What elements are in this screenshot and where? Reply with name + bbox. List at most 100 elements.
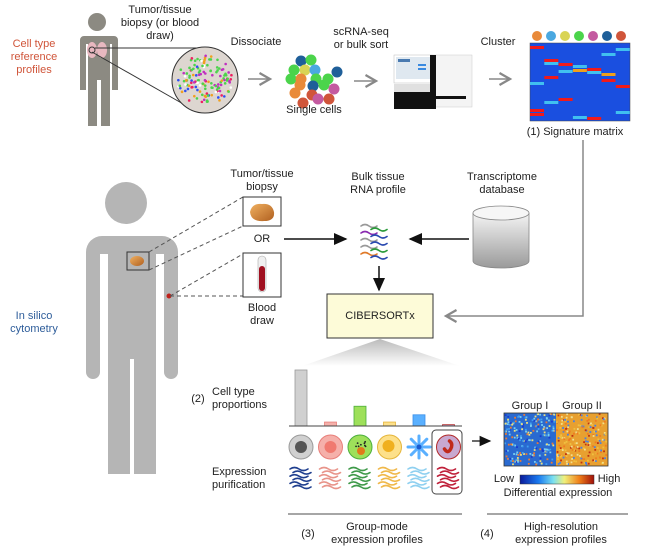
heatmap-pixel bbox=[549, 449, 552, 452]
heatmap-pixel bbox=[548, 443, 550, 446]
signature-cell bbox=[572, 65, 587, 68]
scatter-dot bbox=[203, 87, 207, 91]
heatmap-pixel bbox=[592, 433, 595, 436]
heatmap-pixel bbox=[560, 423, 563, 425]
scatter-dot bbox=[206, 94, 210, 97]
transcript-wave bbox=[370, 255, 388, 260]
heatmap-pixel bbox=[537, 423, 540, 426]
heatmap-pixel bbox=[574, 449, 577, 452]
heatmap-pixel bbox=[508, 423, 511, 426]
signature-cell bbox=[558, 70, 573, 73]
heatmap-pixel bbox=[595, 457, 597, 460]
scatter-dot bbox=[190, 79, 193, 82]
heatmap-pixel bbox=[566, 462, 568, 465]
cell-type-proportions-label: Cell type proportions bbox=[212, 386, 268, 411]
scatter-dot bbox=[184, 83, 187, 86]
heatmap-pixel bbox=[578, 413, 580, 416]
scatter-dot bbox=[223, 82, 227, 85]
heatmap-pixel bbox=[504, 422, 507, 425]
heatmap-pixel bbox=[533, 417, 536, 420]
heatmap-pixel bbox=[565, 428, 567, 430]
heatmap-pixel bbox=[530, 431, 532, 434]
tumor-biopsy-label: Tumor/tissue biopsy bbox=[230, 168, 294, 193]
heatmap-pixel bbox=[579, 424, 582, 427]
heatmap-pixel bbox=[560, 459, 562, 462]
cluster-color-dot bbox=[602, 31, 612, 41]
blue-cell-bar bbox=[412, 414, 426, 427]
heatmap-pixel bbox=[602, 457, 604, 460]
heatmap-pixel bbox=[567, 463, 569, 466]
heatmap-pixel bbox=[565, 455, 568, 458]
heatmap-pixel bbox=[600, 424, 603, 427]
cell-type-icons bbox=[288, 434, 461, 460]
heatmap-pixel bbox=[594, 419, 597, 422]
transcript-wave bbox=[351, 470, 371, 475]
scatter-dot bbox=[216, 58, 219, 62]
heatmap-pixel bbox=[561, 448, 564, 450]
scatter-dot bbox=[188, 76, 191, 79]
heatmap-pixel bbox=[526, 433, 529, 436]
color-scale-bar bbox=[519, 474, 595, 485]
heatmap-pixel bbox=[594, 448, 597, 451]
transcript-wave bbox=[377, 481, 398, 486]
heatmap-pixel bbox=[595, 452, 598, 455]
high-label: High bbox=[597, 473, 621, 485]
transcript-wave bbox=[289, 481, 309, 486]
signature-cell bbox=[615, 111, 630, 114]
green-cell-nucleus bbox=[357, 447, 365, 455]
heatmap-pixel bbox=[557, 437, 560, 439]
scatter-dot bbox=[203, 94, 207, 98]
gray-cell-bar bbox=[294, 369, 308, 427]
heatmap-pixel bbox=[515, 429, 518, 431]
transcript-wave bbox=[360, 244, 378, 250]
heatmap-pixel bbox=[546, 448, 549, 451]
heatmap-pixel bbox=[563, 437, 566, 440]
heatmap-pixel bbox=[584, 443, 587, 446]
purple-cell-nucleus bbox=[442, 439, 454, 454]
heatmap-pixel bbox=[565, 440, 568, 443]
heatmap-pixel bbox=[514, 416, 516, 419]
heatmap-pixel bbox=[580, 418, 583, 421]
heatmap-pixel bbox=[524, 416, 527, 419]
heatmap-pixel bbox=[527, 431, 530, 434]
heatmap-pixel bbox=[518, 430, 521, 432]
heatmap-pixel bbox=[573, 427, 576, 430]
heatmap-pixel bbox=[588, 426, 591, 429]
heatmap-pixel bbox=[516, 451, 519, 454]
heatmap-pixel bbox=[505, 455, 508, 458]
heatmap-pixel bbox=[600, 451, 602, 453]
heatmap-pixel bbox=[530, 424, 532, 427]
scatter-dot bbox=[217, 96, 220, 99]
heatmap-pixel bbox=[549, 451, 552, 454]
signature-cell bbox=[558, 63, 573, 66]
cell-type-reference-profiles-label: Cell type reference profiles bbox=[10, 38, 58, 76]
heatmap-pixel bbox=[542, 428, 545, 431]
heatmap-pixel bbox=[594, 460, 597, 462]
differential-expression-label: Differential expression bbox=[503, 487, 613, 499]
transcript-wave bbox=[348, 466, 368, 472]
heatmap-pixel bbox=[519, 416, 522, 418]
scatter-dot bbox=[190, 86, 193, 89]
green-cell-icon bbox=[347, 434, 373, 460]
scatter-dot bbox=[186, 87, 190, 91]
signature-cell bbox=[615, 85, 630, 88]
green-cell-granule bbox=[357, 445, 360, 448]
heatmap-pixel bbox=[528, 439, 531, 442]
scatter-dot bbox=[223, 95, 226, 98]
signature-cell bbox=[530, 46, 544, 49]
heatmap-pixel bbox=[572, 438, 575, 441]
green-cell-granule bbox=[363, 442, 366, 445]
heatmap-pixel bbox=[598, 413, 601, 415]
heatmap-pixel bbox=[546, 443, 548, 446]
heatmap-pixel bbox=[532, 429, 535, 432]
heatmap-pixel bbox=[592, 445, 594, 448]
transcript-wave bbox=[360, 223, 378, 229]
heatmap-pixel bbox=[576, 432, 579, 435]
heatmap-pixel bbox=[512, 444, 515, 446]
heatmap-pixel bbox=[551, 458, 554, 461]
scatter-dot bbox=[190, 81, 193, 85]
heatmap-pixel bbox=[599, 424, 602, 427]
heatmap-pixel bbox=[571, 458, 573, 460]
heatmap-pixel bbox=[548, 449, 550, 452]
heatmap-pixel bbox=[556, 455, 559, 458]
